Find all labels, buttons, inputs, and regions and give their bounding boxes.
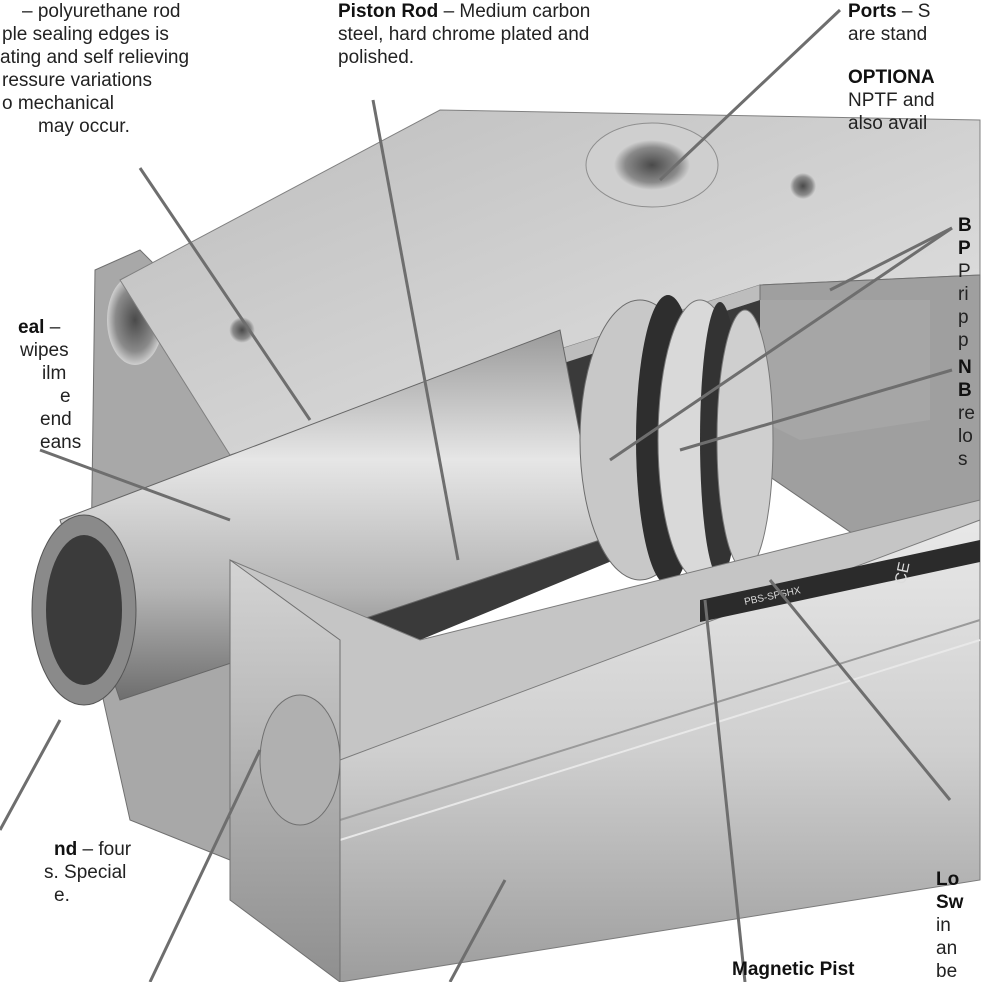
rod-thread-bore — [46, 535, 122, 685]
screw-hole — [229, 317, 255, 343]
ports-label: Ports – S are stand — [848, 1, 931, 45]
port-icon — [614, 140, 690, 190]
ports-title: Ports — [848, 1, 897, 22]
leader-lines — [0, 8, 953, 982]
rod-seal-label: – polyurethane rod ple sealing edges is … — [0, 1, 190, 137]
limit-switch: PBS-SPSHX CE — [700, 540, 980, 622]
piston-rod-label: Piston Rod – Medium carbon steel, hard c… — [338, 1, 591, 68]
optional-ports-label: OPTIONA NPTF and also avail — [848, 67, 935, 134]
ce-mark: CE — [892, 561, 913, 586]
magnetic-piston-label: Magnetic Pist — [732, 959, 855, 980]
piston-rod — [31, 329, 601, 706]
rod-end-label: nd – four s. Special e. — [44, 839, 132, 906]
magnetic-piston — [579, 295, 774, 585]
switch-label: Lo Sw in an be — [936, 869, 964, 982]
wiper-seal-label: eal – wipes ilm e end eans — [18, 317, 82, 453]
bumper-label: B P P ri p p — [958, 215, 972, 351]
screw-hole — [790, 173, 816, 199]
n-b-label: N B re lo s — [958, 357, 975, 470]
piston-rod-title: Piston Rod — [338, 1, 439, 22]
